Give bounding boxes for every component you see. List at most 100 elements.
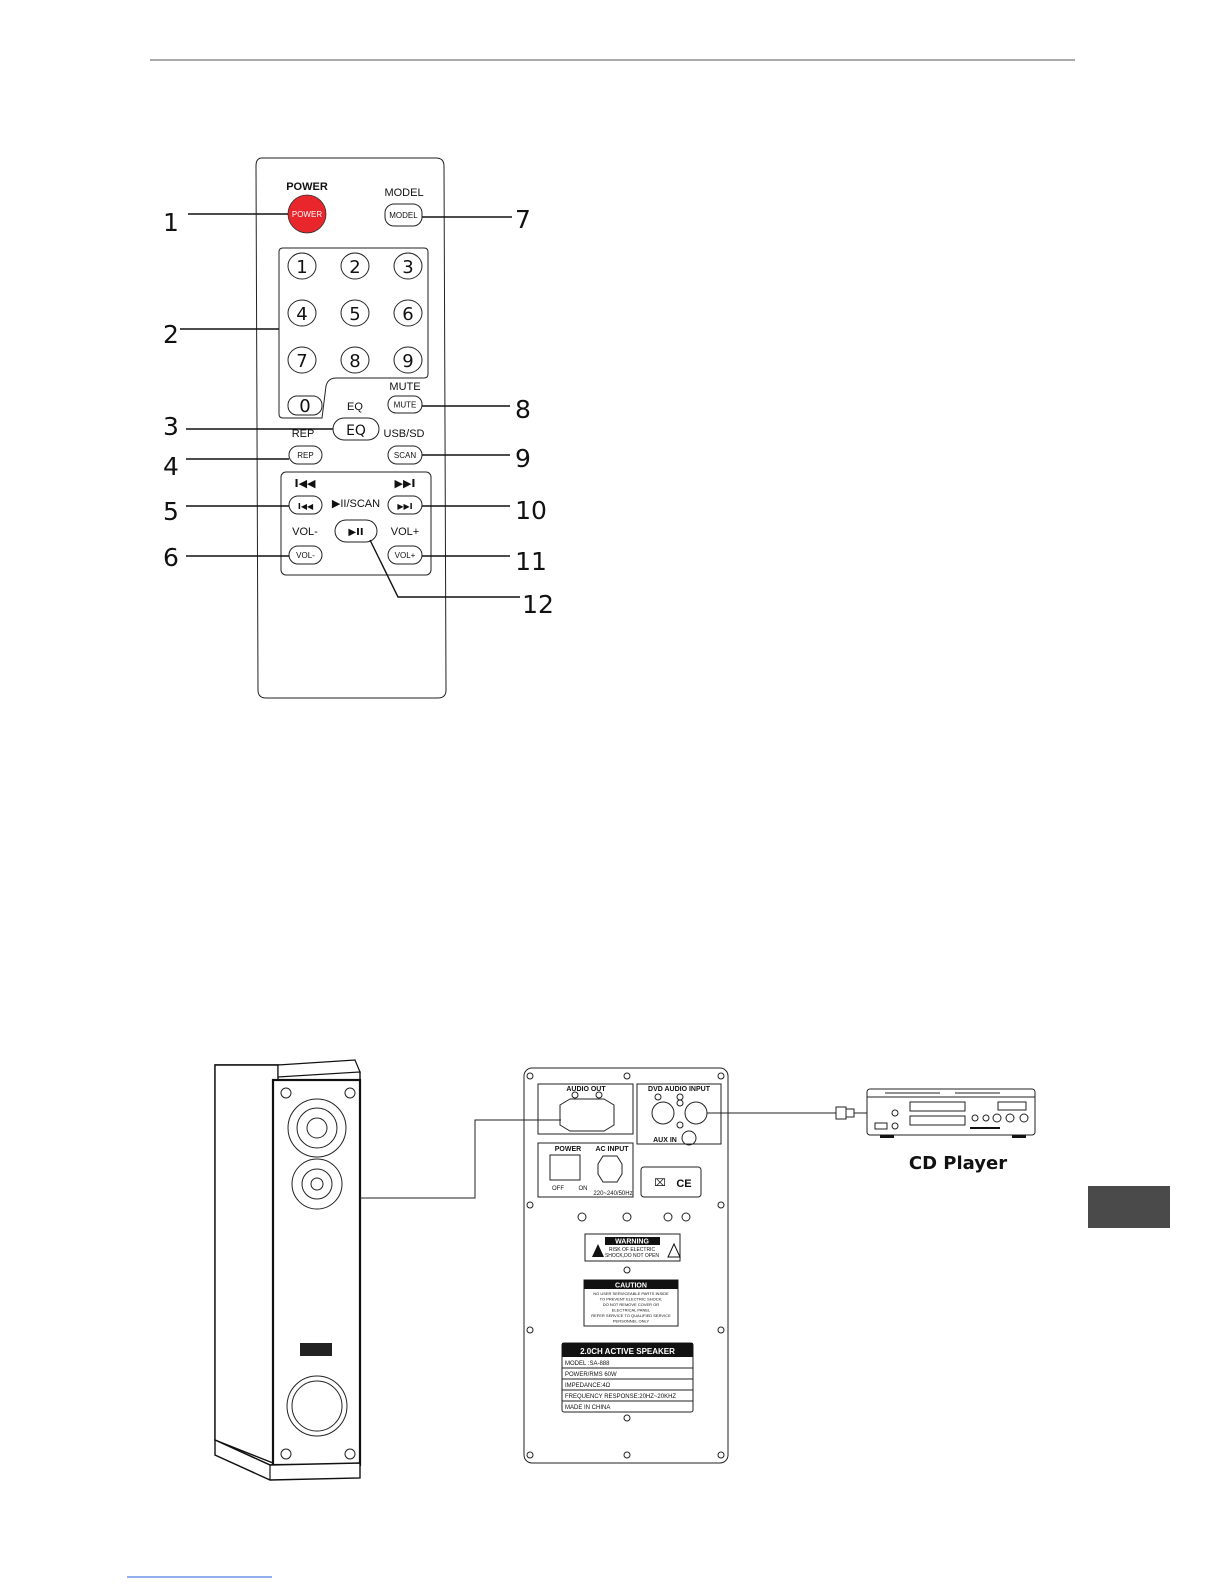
vol-minus-button[interactable]: VOL- — [288, 545, 323, 565]
vol-minus-label: VOL- — [292, 526, 318, 538]
svg-text:▶▶I: ▶▶I — [397, 502, 412, 511]
callout-5: 5 — [163, 497, 179, 526]
svg-text:PERSONNEL ONLY: PERSONNEL ONLY — [613, 1319, 650, 1324]
callout-12: 12 — [522, 590, 554, 619]
svg-text:POWER: POWER — [292, 210, 322, 219]
digit-button-4[interactable]: 4 — [287, 299, 317, 327]
svg-text:4: 4 — [296, 304, 307, 325]
scan-button[interactable]: SCAN — [387, 445, 423, 465]
power-label: POWER — [286, 181, 328, 193]
spec-row: POWER/RMS 60W — [565, 1372, 617, 1378]
digit-button-8[interactable]: 8 — [340, 346, 370, 374]
svg-text:REFER SERVICE TO QUALIFIED SER: REFER SERVICE TO QUALIFIED SERVICE — [591, 1313, 671, 1318]
next-label: ▶▶I — [394, 477, 415, 490]
digit-button-6[interactable]: 6 — [393, 299, 423, 327]
transport-frame — [280, 471, 432, 576]
on-label: ON — [579, 1186, 588, 1192]
digit-button-2[interactable]: 2 — [340, 252, 370, 280]
rep-button[interactable]: REP — [288, 445, 323, 465]
aux-in-label: AUX IN — [653, 1137, 677, 1144]
svg-text:3: 3 — [402, 257, 413, 278]
power-button[interactable]: POWER — [287, 194, 327, 234]
dvd-audio-input-label: DVD AUDIO INPUT — [648, 1086, 711, 1093]
speaker-illustration — [214, 1059, 362, 1481]
ac-input-label: AC INPUT — [595, 1146, 629, 1153]
prev-label: I◀◀ — [294, 477, 316, 490]
prev-button[interactable]: I◀◀ — [288, 495, 323, 515]
svg-text:0: 0 — [299, 396, 310, 417]
callout-1: 1 — [163, 208, 179, 237]
warning-triangle-left-icon — [592, 1244, 604, 1257]
digit-button-3[interactable]: 3 — [393, 252, 423, 280]
svg-text:SHOCK,DO NOT OPEN: SHOCK,DO NOT OPEN — [605, 1253, 659, 1259]
svg-text:TO PREVENT ELECTRIC SHOCK,: TO PREVENT ELECTRIC SHOCK, — [600, 1297, 663, 1302]
voltage-label: 220~240/50Hz — [593, 1191, 632, 1197]
spec-row: FREQUENCY RESPONSE:20HZ~20KHZ — [565, 1394, 676, 1400]
svg-text:DO NOT REMOVE COVER OR: DO NOT REMOVE COVER OR — [603, 1302, 659, 1307]
cd-player-illustration — [866, 1088, 1036, 1138]
remote-body — [255, 157, 447, 699]
power-switch-label: POWER — [555, 1146, 581, 1153]
svg-text:5: 5 — [349, 304, 360, 325]
callout-9: 9 — [515, 444, 531, 473]
play-pause-button[interactable]: ▶II — [334, 519, 378, 543]
callout-11: 11 — [515, 547, 547, 576]
remote-control: POWER MODEL POWER MODEL 1 2 3 4 5 6 7 8 … — [255, 157, 447, 699]
side-tab — [1088, 1186, 1170, 1228]
callout-10: 10 — [515, 496, 547, 525]
spec-row: MADE IN CHINA — [565, 1405, 610, 1411]
warning-triangle-right-icon — [667, 1242, 681, 1258]
vol-plus-button[interactable]: VOL+ — [387, 545, 423, 565]
weee-icon: ⌧ — [654, 1178, 666, 1189]
caution-title: CAUTION — [615, 1283, 647, 1290]
svg-text:MUTE: MUTE — [394, 401, 417, 410]
callout-3: 3 — [163, 412, 179, 441]
eq-label: EQ — [347, 401, 363, 413]
svg-text:RISK OF ELECTRIC: RISK OF ELECTRIC — [609, 1247, 656, 1253]
svg-text:REP: REP — [297, 451, 313, 460]
svg-text:VOL-: VOL- — [296, 551, 315, 560]
play-scan-label: ▶II/SCAN — [332, 498, 380, 510]
spec-row: IMPEDANCE:4Ω — [565, 1383, 611, 1389]
digit-button-9[interactable]: 9 — [393, 346, 423, 374]
svg-text:7: 7 — [296, 351, 307, 372]
leader-lines — [180, 213, 520, 598]
cd-cable — [707, 1106, 867, 1120]
callout-7: 7 — [515, 205, 531, 234]
svg-text:EQ: EQ — [346, 423, 366, 439]
svg-text:NO USER SERVICEABLE PARTS INSI: NO USER SERVICEABLE PARTS INSIDE — [593, 1291, 669, 1296]
callout-2: 2 — [163, 320, 179, 349]
eq-button[interactable]: EQ — [332, 417, 380, 441]
digit-button-1[interactable]: 1 — [287, 252, 317, 280]
digit-button-5[interactable]: 5 — [340, 299, 370, 327]
svg-text:2: 2 — [349, 257, 360, 278]
audio-out-label: AUDIO OUT — [566, 1086, 606, 1093]
svg-text:▶II: ▶II — [348, 527, 363, 538]
model-label: MODEL — [384, 187, 423, 199]
vol-plus-label: VOL+ — [391, 526, 419, 538]
callout-4: 4 — [163, 452, 179, 481]
cd-player-label: CD Player — [909, 1153, 1007, 1174]
model-button[interactable]: MODEL — [384, 203, 423, 227]
mute-label: MUTE — [389, 381, 420, 393]
warning-title: WARNING — [615, 1239, 649, 1246]
svg-text:6: 6 — [402, 304, 413, 325]
digit-button-0[interactable]: 0 — [287, 395, 323, 417]
number-pad-frame — [278, 247, 429, 419]
svg-text:SCAN: SCAN — [394, 451, 416, 460]
off-label: OFF — [552, 1186, 564, 1192]
svg-text:I◀◀: I◀◀ — [298, 502, 314, 511]
svg-text:VOL+: VOL+ — [395, 551, 416, 560]
svg-text:ELECTRICAL PANEL: ELECTRICAL PANEL — [612, 1308, 651, 1313]
next-button[interactable]: ▶▶I — [387, 495, 423, 515]
ce-mark: CE — [676, 1178, 691, 1190]
callout-numbers: 1 2 3 4 5 6 7 8 9 10 11 12 — [163, 205, 554, 619]
rear-panel: AUDIO OUT DVD AUDIO INPUT AUX IN POWER A… — [523, 1067, 729, 1464]
svg-text:9: 9 — [402, 351, 413, 372]
usb-sd-label: USB/SD — [384, 428, 425, 440]
digit-button-7[interactable]: 7 — [287, 346, 317, 374]
callout-6: 6 — [163, 543, 179, 572]
svg-text:MODEL: MODEL — [389, 211, 418, 220]
mute-button[interactable]: MUTE — [387, 395, 423, 414]
